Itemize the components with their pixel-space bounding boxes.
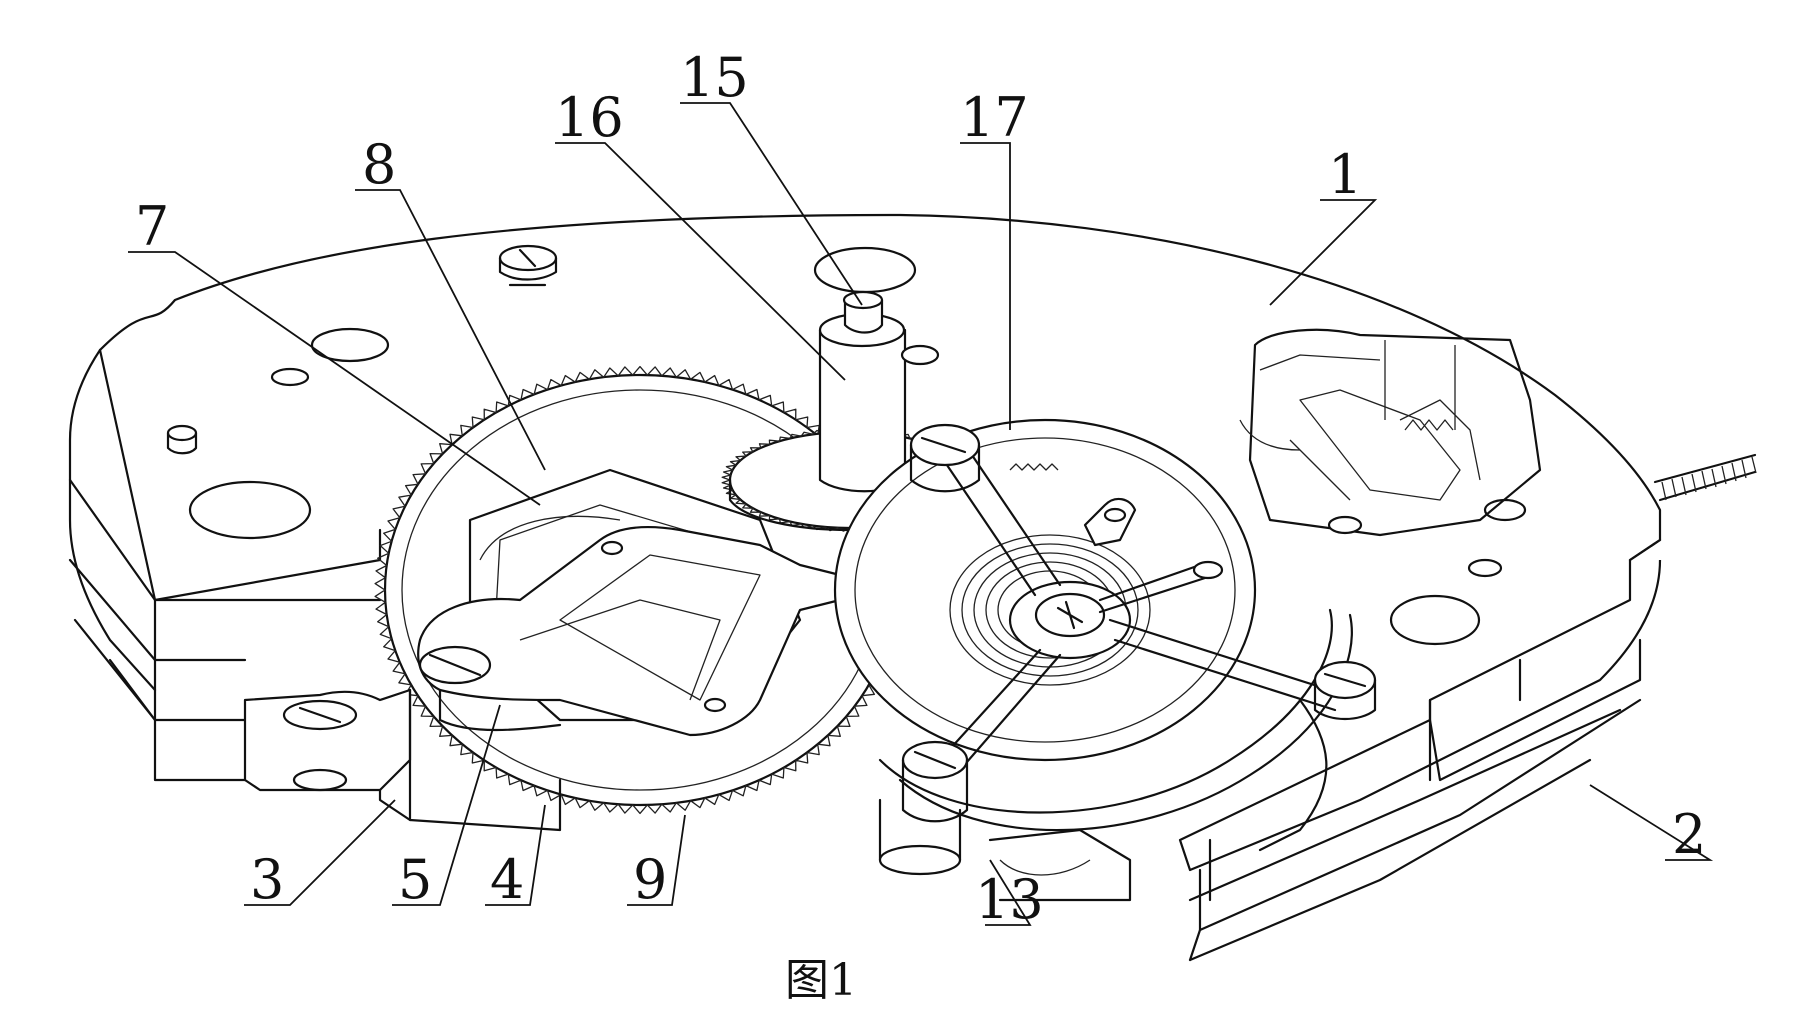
gear-teeth-big [374, 365, 906, 815]
label-2: 2 [1672, 803, 1706, 866]
label-8: 8 [362, 133, 396, 196]
bracket-13 [988, 828, 1132, 902]
label-17: 17 [960, 86, 1029, 149]
label-4: 4 [490, 848, 524, 911]
crown-stem [1653, 453, 1757, 502]
label-1: 1 [1328, 143, 1362, 206]
figure-caption: 图1 [785, 955, 857, 1006]
bridge-5 [417, 525, 842, 737]
part-labels: 1 2 3 4 5 7 8 9 13 15 16 17 [135, 46, 1706, 931]
balance-assembly [833, 418, 1377, 876]
label-16: 16 [555, 86, 624, 149]
label-9: 9 [633, 848, 667, 911]
label-7: 7 [135, 195, 169, 258]
label-3: 3 [250, 848, 284, 911]
label-5: 5 [398, 848, 432, 911]
bracket-3-4 [243, 688, 562, 832]
label-15: 15 [680, 46, 749, 109]
main-plate [68, 213, 1757, 962]
label-13: 13 [975, 868, 1044, 931]
leader-lines [128, 102, 1714, 926]
